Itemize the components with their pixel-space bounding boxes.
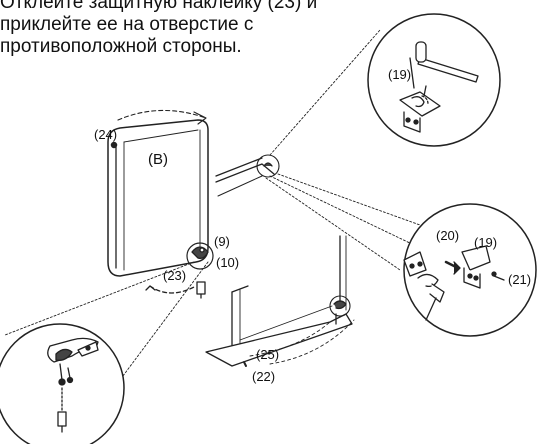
instruction-line-3: противоположной стороны.	[0, 36, 242, 57]
label-25: (25)	[256, 347, 279, 362]
detail-circle-right	[403, 203, 537, 337]
label-b: (B)	[148, 151, 168, 168]
label-10: (10)	[216, 255, 239, 270]
refrigerator-door	[107, 109, 209, 277]
cabinet-top	[215, 154, 280, 197]
screw-cap-24	[110, 141, 118, 149]
label-19-right: (19)	[474, 235, 497, 250]
instruction-text: Отклейте защитную наклейку (23) и прикле…	[0, 0, 330, 58]
callout-labels: (19) (24) (B) (9) (10) (23) (20) (19) (2…	[94, 67, 531, 384]
cabinet-bottom	[205, 235, 355, 367]
label-19-top: (19)	[388, 67, 411, 82]
label-21: (21)	[508, 272, 531, 287]
protective-sticker-arrow	[145, 285, 197, 294]
label-24: (24)	[94, 127, 117, 142]
projection-line	[104, 261, 209, 401]
instruction-line-1: Отклейте защитную наклейку (23) и	[0, 0, 318, 13]
projection-line	[4, 261, 195, 336]
hinge-assembly-small	[186, 242, 214, 299]
label-20: (20)	[436, 228, 459, 243]
label-9: (9)	[214, 234, 230, 249]
label-23: (23)	[163, 268, 186, 283]
instruction-line-2: приклейте ее на отверстие с	[0, 14, 254, 35]
label-22: (22)	[252, 369, 275, 384]
detail-circle-top-right	[367, 13, 501, 147]
detail-circle-bottom-left	[0, 323, 125, 444]
